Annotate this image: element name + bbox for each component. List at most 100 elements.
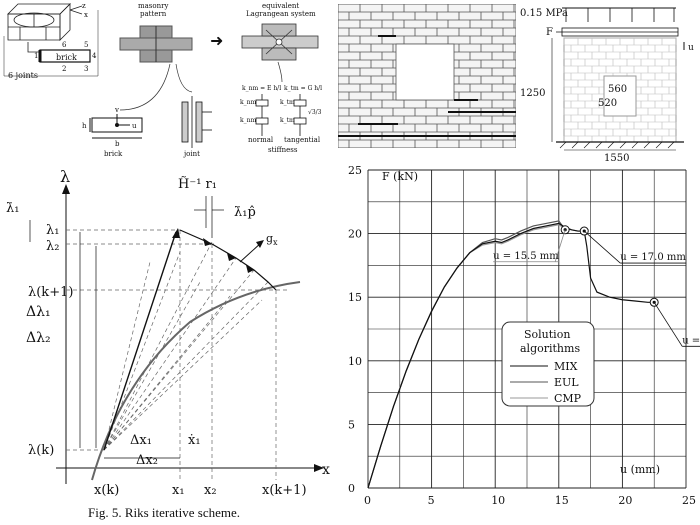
opening	[603, 75, 637, 117]
joint-number-4: 4	[92, 52, 97, 60]
brick-v-label: v	[114, 106, 119, 114]
wall-bricks	[563, 37, 677, 142]
damage-cracks	[338, 35, 516, 137]
joint-number-6: 6	[62, 41, 67, 49]
six-joints-label: 6 joints	[8, 71, 38, 80]
joint-element	[181, 96, 212, 148]
legend-entry-cmp: CMP	[554, 392, 582, 405]
stiffness-springs	[255, 94, 307, 136]
y-tick-label: 5	[348, 418, 355, 431]
x-tick-label: 25	[682, 494, 696, 507]
delta-lambda-1-label: Δλ₁	[26, 304, 51, 320]
delta-x2-label: Δx₂	[136, 453, 158, 468]
y-tick-label: 15	[348, 291, 362, 304]
wall-damage-figure	[338, 4, 516, 148]
joint-number-5: 5	[84, 41, 88, 49]
equivalent-title-1: equivalent	[262, 2, 299, 10]
marker-dot	[563, 228, 567, 232]
y-tick-label: 10	[348, 355, 362, 368]
x-axis-label: u (mm)	[620, 463, 660, 476]
annotation-leader	[583, 230, 621, 264]
width-dimension: 1550	[604, 153, 629, 162]
pointer-to-brick	[119, 63, 171, 111]
normal-label: normal	[248, 136, 274, 144]
masonry-pattern-title-1: masonry	[138, 2, 168, 10]
chart-annotations: u = 15.5 mm u = 17.0 mm u = 22.5 mm	[493, 225, 700, 347]
y-tick-label: 25	[348, 164, 362, 177]
x-axis-label: x	[322, 462, 330, 478]
corrector-arrowheads	[203, 238, 254, 273]
y-axis-label: F (kN)	[382, 170, 418, 183]
annotation-label: u = 17.0 mm	[620, 252, 686, 263]
x1-label: x₁	[172, 483, 185, 498]
stiffness-label: stiffness	[268, 146, 298, 154]
tangential-label: tangential	[284, 136, 321, 144]
h-inverse-r1-label: H̃⁻¹ r₁	[178, 176, 217, 192]
lambda-k1-label: λ(k+1)	[28, 285, 73, 300]
axis-label-z: z	[82, 2, 86, 10]
ground-hatch	[559, 141, 675, 149]
joint-number-3: 3	[84, 65, 88, 73]
pointer-to-stiffness	[277, 61, 283, 83]
load-label: 0.15 MPa	[520, 8, 568, 19]
brick-b-label: b	[115, 140, 120, 148]
force-label: F	[546, 27, 553, 38]
x-tick-label: 20	[618, 494, 632, 507]
ktm-formula: k_tm = G h/l	[284, 85, 322, 92]
joint-number-1: 1	[34, 52, 38, 60]
x-tick-label: 0	[364, 494, 371, 507]
lambda-axis-label: λ	[60, 167, 70, 186]
legend-title-2: algorithms	[520, 342, 580, 355]
annotation-label: u = 22.5 mm	[682, 335, 700, 346]
brick-u-label: u	[132, 122, 137, 130]
height-dimension: 1250	[520, 88, 545, 99]
knm-label-2: k_nm	[240, 117, 257, 124]
x-tick-label: 10	[491, 494, 505, 507]
predictor-arrow	[103, 231, 177, 451]
annotation-leader	[653, 302, 683, 347]
x-tick-label: 5	[428, 494, 435, 507]
y-tick-label: 20	[348, 228, 362, 241]
equivalent-title-2: Lagrangean system	[246, 10, 316, 18]
equilibrium-path	[91, 281, 301, 481]
gx-label: gx	[266, 232, 278, 247]
annotation-label: u = 15.5 mm	[493, 251, 559, 262]
masonry-pattern-title-2: pattern	[140, 10, 167, 18]
opening-width: 520	[598, 98, 617, 109]
lambda-1-label: λ₁	[46, 223, 59, 238]
delta-x1-label: Δx₁	[130, 433, 152, 448]
wall-geometry-figure: 0.15 MPa F u 560 520 1250 1550	[520, 7, 694, 162]
legend-title-1: Solution	[524, 328, 570, 341]
chart-grid	[367, 169, 687, 489]
figure-caption: Fig. 5. Riks iterative scheme.	[88, 505, 241, 520]
opening-height: 560	[608, 84, 627, 95]
lambda-2-label: λ₂	[46, 239, 59, 254]
brick-3d-sketch	[7, 3, 83, 41]
chart-legend: Solution algorithms MIX EUL CMP	[501, 321, 595, 407]
brick-h-label: h	[82, 122, 87, 130]
y-tick-label: 0	[348, 482, 355, 495]
series-line-mix	[367, 222, 655, 489]
force-displacement-chart: 0 5 10 15 20 25 0 5 10 15 20 25 u = 15.5 mm u = 17.0…	[348, 164, 700, 507]
lambda1-p-label: λ̇₁p̂	[234, 205, 256, 220]
delta-lambda-2-label: Δλ₂	[26, 330, 51, 346]
legend-entry-eul: EUL	[554, 376, 579, 389]
pointer-to-joint	[175, 63, 193, 93]
knm-label-1: k_nm	[240, 99, 257, 106]
brick-element-label: brick	[104, 150, 123, 158]
xk-label: x(k)	[94, 483, 119, 498]
masonry-model-figure: z x brick 6 5 1 2 3 4 6 joints masonry p…	[3, 2, 322, 158]
helper-lines	[66, 229, 290, 480]
brick-joint-schematic	[38, 49, 91, 63]
x-tick-label: 15	[555, 494, 569, 507]
u-label: u	[688, 43, 694, 53]
lagrangean-sketch	[241, 23, 319, 61]
arrow-right-icon: ➜	[210, 31, 223, 50]
corrector-iterations	[179, 229, 277, 291]
ktm-label-2: k_tm	[280, 117, 295, 124]
lambda-k-label: λ(k)	[28, 443, 54, 458]
ktm-label-1: k_tm	[280, 99, 295, 106]
axis-label-x: x	[84, 11, 88, 19]
distributed-load-arrows	[565, 8, 675, 22]
brick-element	[89, 114, 143, 139]
